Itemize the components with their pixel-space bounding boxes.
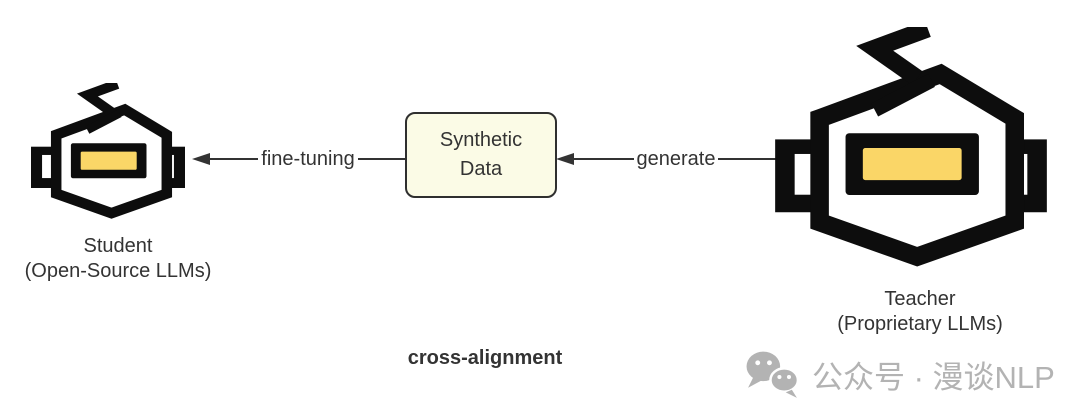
- edge-fine-tuning: fine-tuning: [192, 147, 406, 171]
- edge-label-generate: generate: [636, 147, 716, 170]
- student-node-label: Student (Open-Source LLMs): [10, 234, 226, 284]
- edge-generate: generate: [556, 147, 778, 171]
- edge-label-fine-tuning: fine-tuning: [261, 147, 355, 170]
- robot-icon: [31, 79, 185, 219]
- edge-line: [574, 158, 634, 160]
- arrowhead-left-icon: [556, 153, 574, 165]
- teacher-node-label: Teacher (Proprietary LLMs): [795, 287, 1045, 337]
- watermark: 公众号 · 漫谈NLP: [744, 349, 1055, 400]
- teacher-robot-icon: [775, 20, 1047, 274]
- synthetic-data-node: Synthetic Data: [405, 112, 557, 198]
- wechat-icon: [746, 351, 800, 398]
- teacher-title: Teacher: [884, 288, 956, 310]
- arrowhead-left-icon: [192, 153, 210, 165]
- student-subtitle: (Open-Source LLMs): [24, 260, 212, 282]
- edge-line: [210, 158, 259, 160]
- watermark-text: 公众号 · 漫谈NLP: [812, 360, 1055, 395]
- edge-line: [357, 158, 406, 160]
- student-robot-icon: [31, 79, 185, 223]
- teacher-subtitle: (Proprietary LLMs): [837, 313, 1003, 335]
- synthetic-data-line1: Synthetic: [439, 129, 523, 151]
- diagram-caption: cross-alignment: [407, 347, 563, 369]
- student-title: Student: [83, 235, 153, 257]
- robot-icon: [775, 20, 1047, 267]
- edge-line: [718, 158, 778, 160]
- synthetic-data-line2: Data: [459, 158, 503, 180]
